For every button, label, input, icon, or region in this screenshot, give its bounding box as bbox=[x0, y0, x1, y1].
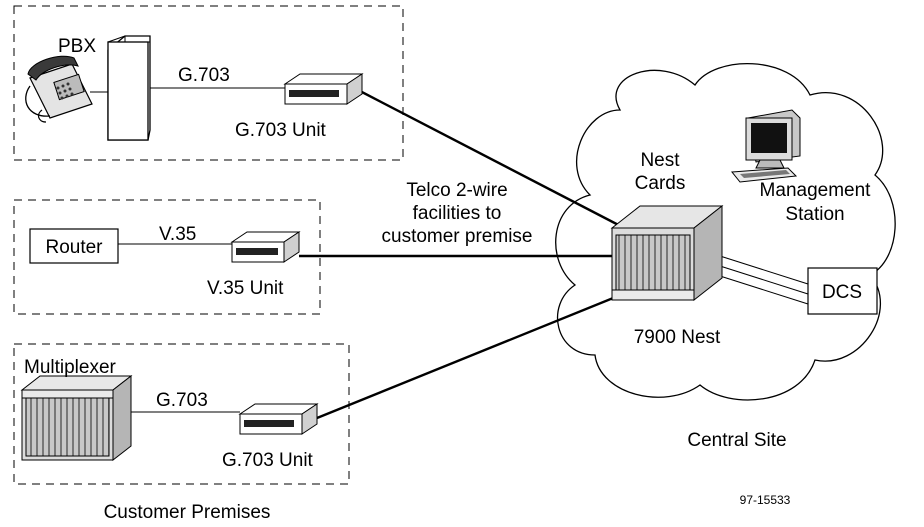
management-station-label-line-1: Management bbox=[760, 180, 872, 201]
nest-icon bbox=[610, 204, 724, 302]
v35-link-label: V.35 bbox=[159, 224, 196, 245]
v35-unit-label: V.35 Unit bbox=[207, 278, 284, 299]
g703-unit-bottom-icon bbox=[238, 403, 319, 435]
g703-link-bottom-label: G.703 bbox=[156, 390, 208, 411]
telco-label-line-1: Telco 2-wire bbox=[406, 180, 507, 201]
nest-to-dcs-line-3 bbox=[719, 275, 809, 305]
pbx-premise-box bbox=[13, 5, 404, 161]
telephone-icon bbox=[25, 55, 93, 123]
g703-unit-icon bbox=[283, 73, 364, 105]
multiplexer-label: Multiplexer bbox=[24, 357, 117, 378]
nest-cards-label-line-1: Nest bbox=[640, 150, 680, 171]
dcs-box bbox=[807, 267, 878, 315]
g703-unit-to-nest-line bbox=[357, 88, 633, 234]
dcs-label: DCS bbox=[822, 282, 862, 303]
nest-cards-label-line-2: Cards bbox=[635, 173, 686, 194]
g703-unit-bottom-to-nest-line bbox=[316, 290, 629, 420]
customer-premises-label: Customer Premises bbox=[104, 502, 271, 523]
multiplexer-icon bbox=[20, 374, 133, 462]
computer-icon bbox=[731, 109, 801, 183]
nest-to-dcs-line-1 bbox=[719, 255, 809, 285]
central-site-label: Central Site bbox=[687, 430, 786, 451]
pbx-label: PBX bbox=[58, 36, 96, 57]
g703-unit-bottom-label: G.703 Unit bbox=[222, 450, 314, 471]
g703-unit-label: G.703 Unit bbox=[235, 120, 327, 141]
pbx-icon bbox=[107, 35, 151, 141]
figure-id-label: 97-15533 bbox=[740, 493, 791, 507]
g703-link-label: G.703 bbox=[178, 65, 230, 86]
v35-unit-icon bbox=[230, 231, 301, 263]
router-label: Router bbox=[45, 237, 103, 258]
central-site-cloud bbox=[555, 62, 896, 401]
nest-label: 7900 Nest bbox=[634, 327, 721, 348]
telco-label-line-3: customer premise bbox=[382, 226, 533, 247]
nest-to-dcs-line-2 bbox=[719, 265, 809, 295]
management-station-label-line-2: Station bbox=[785, 204, 844, 225]
telco-label-line-2: facilities to bbox=[413, 203, 502, 224]
router-box bbox=[29, 228, 119, 264]
